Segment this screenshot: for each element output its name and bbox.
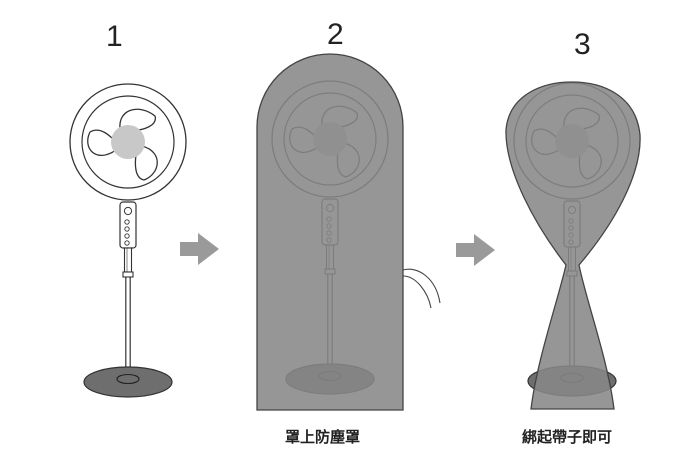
- dust-cover: [256, 53, 404, 411]
- tied-dust-cover: [505, 81, 641, 410]
- step-2-caption: 罩上防塵罩: [285, 428, 361, 446]
- step-3-caption: 綁起帶子即可: [522, 428, 613, 446]
- cover-strap: [402, 268, 441, 309]
- step-3-number: 3: [574, 28, 591, 61]
- arrow-1-icon: [180, 233, 219, 265]
- step-2-number: 2: [327, 18, 344, 51]
- step-1-number: 1: [106, 20, 123, 53]
- arrow-2-icon: [456, 234, 495, 266]
- fan-step-2: [256, 53, 441, 411]
- fan-step-1: [69, 83, 187, 398]
- fan-step-3: [505, 81, 641, 410]
